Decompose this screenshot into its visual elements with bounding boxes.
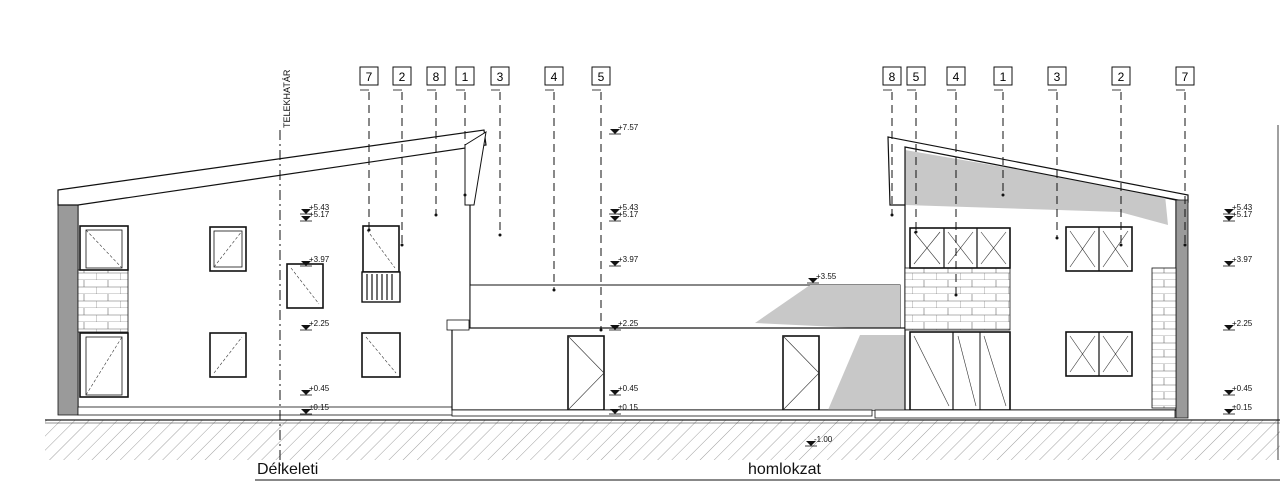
- left-tag-6: 4: [544, 66, 564, 292]
- svg-text:+0.45: +0.45: [618, 384, 639, 393]
- caption-left: Délkeleti: [257, 461, 318, 478]
- svg-text:+7.57: +7.57: [618, 123, 639, 132]
- right-tag-label: 2: [1118, 70, 1125, 84]
- svg-text:+0.45: +0.45: [309, 384, 330, 393]
- left-tag-3: 8: [426, 66, 446, 217]
- left-tag-2: 2: [392, 66, 412, 247]
- right-tag-label: 5: [913, 70, 920, 84]
- right-tag-label: 4: [953, 70, 960, 84]
- level-right-3: +3.97: [1223, 255, 1253, 267]
- right-tag-3: 4: [946, 66, 966, 297]
- left-tag-label: 3: [497, 70, 504, 84]
- svg-text:+3.97: +3.97: [1232, 255, 1253, 264]
- level-center-3: +5.17: [609, 210, 639, 222]
- right-building: [874, 136, 1189, 419]
- level-left-1: +5.43: [300, 203, 330, 215]
- level-center-4: +3.97: [609, 255, 639, 267]
- svg-text:+5.43: +5.43: [1232, 203, 1253, 212]
- svg-text:±0.15: ±0.15: [618, 403, 639, 412]
- left-tag-label: 4: [551, 70, 558, 84]
- right-tag-label: 8: [889, 70, 896, 84]
- right-tag-label: 7: [1182, 70, 1189, 84]
- svg-text:+5.43: +5.43: [618, 203, 639, 212]
- level-right-4: +2.25: [1223, 319, 1253, 331]
- svg-text:+5.17: +5.17: [309, 210, 330, 219]
- svg-text:+5.43: +5.43: [309, 203, 330, 212]
- drawing-caption: Délkeleti homlokzat: [255, 461, 1280, 481]
- level-left-2: +5.17: [300, 210, 330, 222]
- level-right-6: ±0.15: [1223, 403, 1253, 415]
- level-markers: +5.43+5.17+3.97+2.25+0.45±0.15+5.43+5.17…: [300, 123, 1253, 447]
- right-tag-4: 1: [993, 66, 1013, 197]
- caption-right: homlokzat: [748, 461, 821, 478]
- material-tags: 7 2 8 1 3 4 5 8 5 4 1 3 2 7: [359, 66, 1195, 332]
- svg-text:+0.45: +0.45: [1232, 384, 1253, 393]
- level-left-4: +2.25: [300, 319, 330, 331]
- svg-text:±0.15: ±0.15: [309, 403, 330, 412]
- svg-text:+5.17: +5.17: [1232, 210, 1253, 219]
- left-tag-label: 7: [366, 70, 373, 84]
- level-right-2: +5.17: [1223, 210, 1253, 222]
- level-center-7: ±0.15: [609, 403, 639, 415]
- center-connector: [446, 284, 908, 417]
- left-tag-label: 8: [433, 70, 440, 84]
- left-tag-7: 5: [591, 66, 611, 332]
- right-tag-5: 3: [1047, 66, 1067, 240]
- right-tag-7: 7: [1175, 66, 1195, 247]
- svg-text:+2.25: +2.25: [618, 319, 639, 328]
- left-tag-1: 7: [359, 66, 379, 232]
- ground: [45, 419, 1280, 460]
- svg-text:+5.17: +5.17: [618, 210, 639, 219]
- left-tag-label: 5: [598, 70, 605, 84]
- right-tag-label: 3: [1054, 70, 1061, 84]
- svg-text:+2.25: +2.25: [309, 319, 330, 328]
- right-tag-1: 8: [882, 66, 902, 217]
- level-middle-2: -1.00: [805, 435, 833, 447]
- svg-text:+3.97: +3.97: [618, 255, 639, 264]
- property-boundary: TELEKHATÁR: [279, 69, 292, 470]
- level-right-1: +5.43: [1223, 203, 1253, 215]
- level-left-6: ±0.15: [300, 403, 330, 415]
- level-middle-1: +3.55: [807, 272, 837, 284]
- level-left-3: +3.97: [300, 255, 330, 267]
- left-building: [57, 129, 487, 416]
- left-tag-5: 3: [490, 66, 510, 237]
- level-center-1: +7.57: [609, 123, 639, 135]
- level-center-5: +2.25: [609, 319, 639, 331]
- svg-text:-1.00: -1.00: [814, 435, 833, 444]
- level-center-2: +5.43: [609, 203, 639, 215]
- level-left-5: +0.45: [300, 384, 330, 396]
- left-tag-label: 2: [399, 70, 406, 84]
- svg-text:+2.25: +2.25: [1232, 319, 1253, 328]
- right-tag-label: 1: [1000, 70, 1007, 84]
- left-tag-label: 1: [462, 70, 469, 84]
- right-tag-6: 2: [1111, 66, 1131, 247]
- right-tag-2: 5: [906, 66, 926, 234]
- left-tag-4: 1: [455, 66, 475, 197]
- svg-text:±0.15: ±0.15: [1232, 403, 1253, 412]
- level-center-6: +0.45: [609, 384, 639, 396]
- boundary-label: TELEKHATÁR: [282, 69, 292, 128]
- svg-text:+3.97: +3.97: [309, 255, 330, 264]
- level-right-5: +0.45: [1223, 384, 1253, 396]
- svg-text:+3.55: +3.55: [816, 272, 837, 281]
